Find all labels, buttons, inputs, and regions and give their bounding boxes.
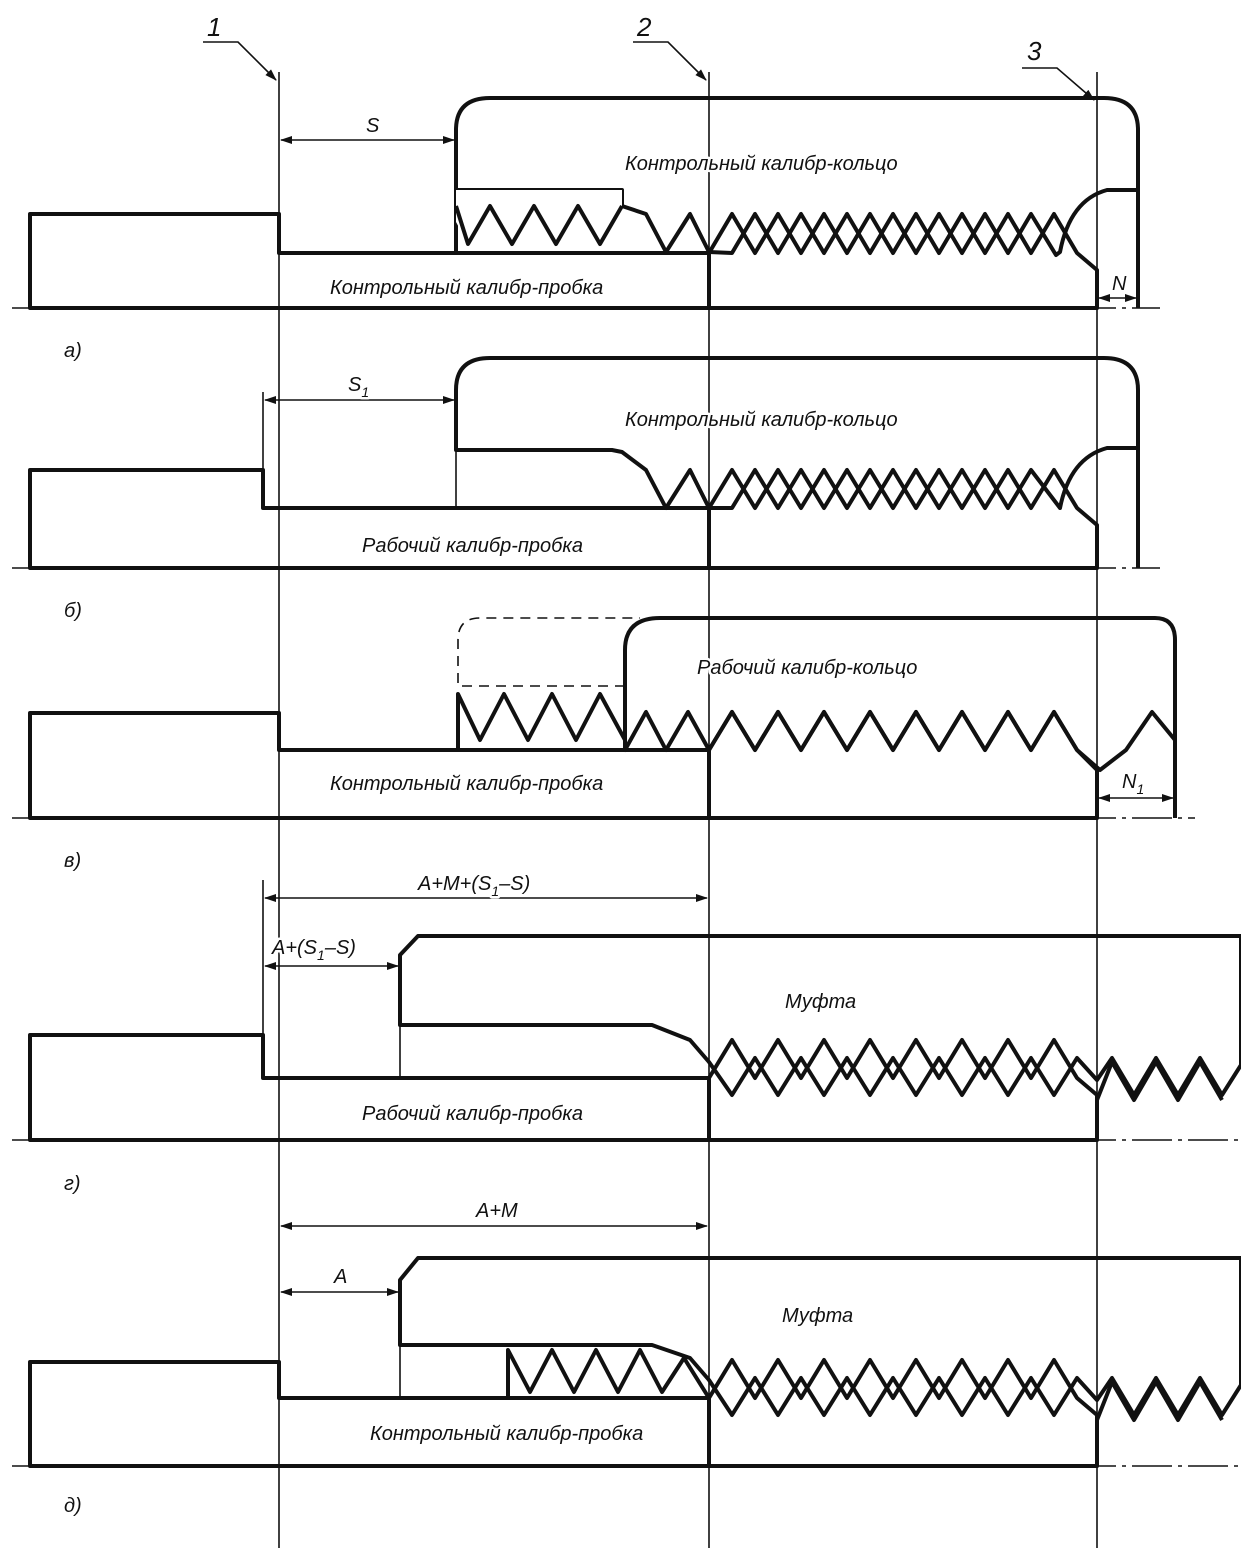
dim-n-label: N <box>1112 273 1127 295</box>
leader-3 <box>1022 67 1095 101</box>
coupling-thread-g <box>1095 1060 1224 1140</box>
plug-thread-d <box>707 1358 1099 1468</box>
plug-label-g: Рабочий калибр-пробка <box>362 1103 583 1125</box>
view-b: S1 Контрольный калибр-кольцо Рабочий кал… <box>12 356 1160 625</box>
plug-d <box>28 1360 711 1468</box>
ring-thread-a <box>454 204 624 246</box>
ring-label-a: Контрольный калибр-кольцо <box>625 153 898 175</box>
marker-1: 1 <box>207 12 221 42</box>
ring-v <box>623 616 1177 772</box>
plug-label-v: Контрольный калибр-пробка <box>330 773 603 795</box>
view-a: S N Контрольный калибр-кольцо Контрольны… <box>12 96 1160 365</box>
dim-s1-label: S1 <box>348 374 369 400</box>
leader-1 <box>203 41 277 81</box>
dim-s-label: S <box>366 115 380 137</box>
ring-thread-v <box>456 692 627 750</box>
coupling-label-g: Муфта <box>785 991 856 1013</box>
coupling-d <box>398 1256 1241 1417</box>
dim-total-g-label: A+M+(S1–S) <box>417 873 530 899</box>
plug-label-a: Контрольный калибр-пробка <box>330 277 603 299</box>
ring-ghost-v <box>457 617 640 687</box>
view-g: A+M+(S1–S) A+(S1–S) Муфта Рабочий калибр… <box>12 871 1241 1198</box>
dim-inner-d-label: A <box>333 1266 347 1288</box>
coupling-label-d: Муфта <box>782 1305 853 1327</box>
marker-2: 2 <box>636 12 652 42</box>
ring-label-v: Рабочий калибр-кольцо <box>697 657 917 679</box>
dim-inner-g-label: A+(S1–S) <box>271 937 356 963</box>
ring-thread-d <box>506 1348 711 1400</box>
view-v: N1 Рабочий калибр-кольцо Контрольный кал… <box>12 616 1195 875</box>
view-letter-b: б) <box>64 600 82 622</box>
plug-label-b: Рабочий калибр-пробка <box>362 535 583 557</box>
plug-thread-g <box>707 1038 1099 1142</box>
leader-2 <box>633 41 707 81</box>
plug-v <box>28 711 711 820</box>
view-d: A+M A Муфта Контрольный калибр-пробка д) <box>12 1198 1241 1520</box>
plug-thread-b <box>707 468 1099 570</box>
ring-label-b: Контрольный калибр-кольцо <box>625 409 898 431</box>
dim-total-d-label: A+M <box>475 1200 518 1222</box>
ring-b <box>454 356 1140 510</box>
coupling-g <box>398 934 1241 1097</box>
view-letter-v: в) <box>64 850 81 872</box>
marker-3: 3 <box>1027 36 1042 66</box>
coupling-thread-d <box>1095 1380 1224 1466</box>
view-letter-g: г) <box>64 1173 81 1195</box>
view-letter-a: а) <box>64 340 82 362</box>
plug-label-d: Контрольный калибр-пробка <box>370 1423 643 1445</box>
view-letter-d: д) <box>64 1495 82 1517</box>
plug-thread-a <box>707 212 1099 310</box>
ring-a <box>454 96 1140 257</box>
dim-n1-label: N1 <box>1122 771 1144 797</box>
